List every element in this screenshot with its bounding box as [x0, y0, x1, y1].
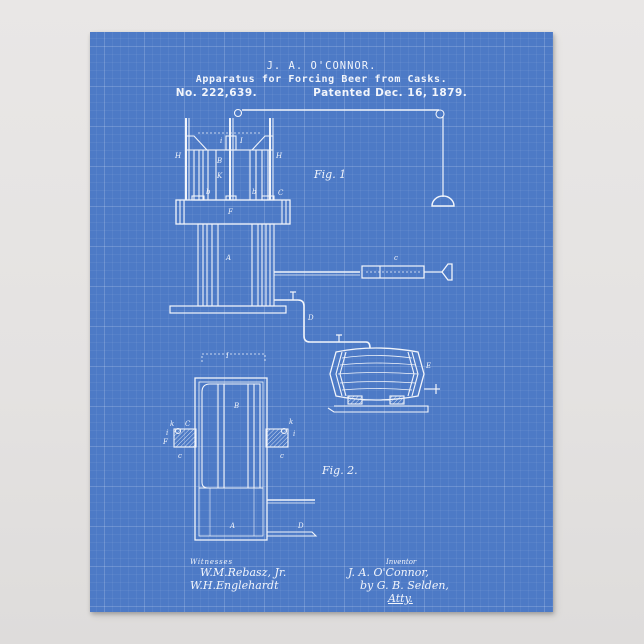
inventor-caption: Inventor [386, 558, 417, 566]
part-label-K: K [217, 172, 223, 180]
fig2-label-B: B [234, 402, 240, 410]
part-label-D: D [308, 314, 314, 322]
part-label-H-left: H [175, 152, 182, 160]
fig2-label-c-left: c [178, 452, 182, 460]
fig2-label-c-right: c [280, 452, 284, 460]
part-label-b-1: b [206, 188, 211, 196]
witnesses-block: Witnesses W.M.Rebasz, Jr. W.H.Englehardt [190, 558, 286, 592]
witness-signature-1: W.M.Rebasz, Jr. [200, 566, 287, 579]
fig2-label: Fig. 2. [322, 464, 358, 477]
patent-title: Apparatus for Forcing Beer from Casks. [195, 74, 448, 85]
fig2-label-i-left: i [166, 429, 169, 437]
patent-drawing [169, 108, 455, 541]
part-label-F: F [228, 208, 233, 216]
inventor-block: Inventor J. A. O'Connor, by G. B. Selden… [348, 558, 449, 605]
part-label-C: C [278, 189, 284, 197]
witness-signature-2: W.H.Englehardt [190, 579, 279, 592]
inventor-signature: J. A. O'Connor, [348, 566, 429, 579]
patent-number: No. 222,639. [175, 87, 258, 99]
part-label-H-right: H [276, 152, 283, 160]
fig1-apparatus [169, 108, 455, 349]
fig2-cross-section [173, 353, 318, 541]
patent-poster: J. A. O'CONNOR. Apparatus for Forcing Be… [90, 32, 553, 612]
fig2-label-F: F [163, 438, 168, 446]
fig2-label-D: D [298, 522, 304, 530]
patent-meta: No. 222,639. Patented Dec. 16, 1879. [90, 86, 553, 100]
attorney-line: by G. B. Selden, [360, 579, 449, 592]
witnesses-caption: Witnesses [190, 558, 233, 566]
fig2-label-k-left: k [170, 420, 175, 428]
inventor-name-heading: J. A. O'CONNOR. [266, 60, 377, 72]
part-label-E: E [426, 362, 432, 370]
part-label-c-pump: c [394, 254, 398, 262]
fig2-label-A: A [230, 522, 236, 530]
part-label-B: B [217, 157, 223, 165]
patent-header: J. A. O'CONNOR. Apparatus for Forcing Be… [90, 60, 553, 100]
patent-date: Patented Dec. 16, 1879. [313, 87, 468, 99]
fig2-label-i-right: i [293, 430, 296, 438]
barrel-drawing [327, 347, 440, 413]
part-label-A: A [226, 254, 232, 262]
fig2-label-C: C [185, 420, 191, 428]
attorney-title: Atty. [388, 592, 413, 605]
part-label-I: I [240, 137, 243, 145]
fig1-label: Fig. 1 [314, 168, 347, 181]
part-label-i-1: i [220, 137, 223, 145]
fig2-label-I: I [226, 352, 229, 360]
part-label-b-2: b [252, 188, 257, 196]
fig2-label-k-right: k [289, 418, 294, 426]
